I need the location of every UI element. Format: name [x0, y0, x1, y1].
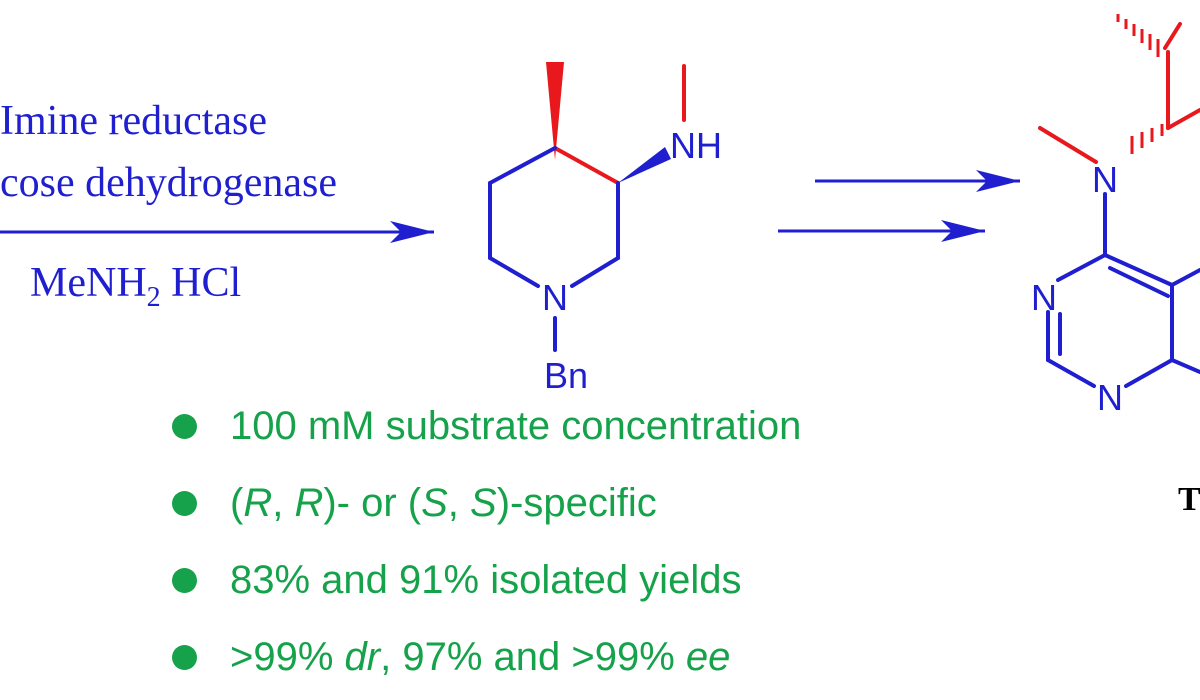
fused-ring-bond-2 — [1170, 358, 1200, 374]
atom-n-ring: N — [542, 277, 568, 318]
bullet-dot-icon — [172, 414, 197, 439]
ring-bond-right — [1166, 108, 1200, 130]
condition-enzyme-2: cose dehydrogenase — [0, 160, 337, 206]
target-compound-label: T — [1178, 481, 1200, 518]
highlight-item: 83% and 91% isolated yields — [172, 546, 801, 623]
italic-term: R — [294, 481, 324, 525]
bullet-dot-icon — [172, 645, 197, 670]
fused-ring-bond-1 — [1170, 268, 1200, 287]
highlights-list: 100 mM substrate concentration(R, R)- or… — [172, 392, 801, 700]
text-run: >99% — [230, 635, 345, 679]
pyrimidine-bond-c4-c5-b — [1108, 266, 1170, 298]
ring-bond-c3-c4 — [553, 146, 620, 185]
ring-bond-n1-c2 — [570, 256, 620, 288]
amine-wedge-bond — [618, 147, 671, 183]
reaction-scheme: Imine reductase cose dehydrogenase MeNH2… — [0, 14, 1200, 518]
ring-bond-c6-n1 — [488, 256, 540, 288]
hashed-methyl-bond — [1116, 14, 1160, 57]
atom-nh: NH — [670, 125, 722, 166]
highlight-text: (R, R)- or (S, S)-specific — [230, 481, 657, 525]
methyl-wedge-bond — [546, 62, 564, 160]
text-run: )- or ( — [323, 481, 422, 525]
highlight-text: >99% dr, 97% and >99% ee — [230, 635, 730, 679]
highlight-text: 100 mM substrate concentration — [230, 404, 801, 448]
italic-term: R — [243, 481, 273, 525]
highlight-text: 83% and 91% isolated yields — [230, 558, 741, 602]
target-n-methyl-bond — [1038, 126, 1098, 164]
bullet-dot-icon — [172, 568, 197, 593]
bullet-dot-icon — [172, 491, 197, 516]
atom-bn: Bn — [544, 355, 588, 396]
highlight-item: (R, R)- or (S, S)-specific — [172, 469, 801, 546]
product-structure: NH N Bn — [488, 62, 722, 396]
target-structure: N N N T — [1031, 14, 1200, 518]
highlight-item: >99% dr, 97% and >99% ee — [172, 623, 801, 700]
atom-n-amine: N — [1092, 159, 1118, 200]
italic-term: S — [421, 481, 448, 525]
condition-enzyme-1: Imine reductase — [0, 98, 267, 144]
hashed-amine-bond — [1130, 124, 1164, 154]
text-run: , — [272, 481, 295, 525]
atom-n-pyrimidine-3: N — [1031, 277, 1057, 318]
pyrimidine-bond-n1-c6 — [1124, 358, 1174, 388]
atom-n-pyrimidine-1: N — [1097, 377, 1123, 418]
text-run: 100 mM substrate concentration — [230, 404, 802, 448]
italic-term: S — [470, 481, 497, 525]
ring-bond-c4-c5 — [488, 146, 557, 185]
italic-term: ee — [685, 635, 731, 679]
ring-bond-top — [1163, 22, 1182, 50]
pyrimidine-bond-c2-n1 — [1046, 358, 1096, 388]
pyrimidine-bond-c4-c5-a — [1103, 253, 1174, 287]
pyrimidine-bond-c4-n3 — [1056, 253, 1107, 282]
text-run: , — [447, 481, 471, 525]
text-run: )-specific — [496, 481, 657, 525]
highlight-item: 100 mM substrate concentration — [172, 392, 801, 469]
text-run: , 97% and >99% — [380, 635, 686, 679]
text-run: ( — [230, 481, 244, 525]
condition-reagent: MeNH2 HCl — [30, 260, 241, 313]
italic-term: dr — [344, 635, 381, 679]
text-run: 83% and 91% isolated yields — [230, 558, 742, 602]
